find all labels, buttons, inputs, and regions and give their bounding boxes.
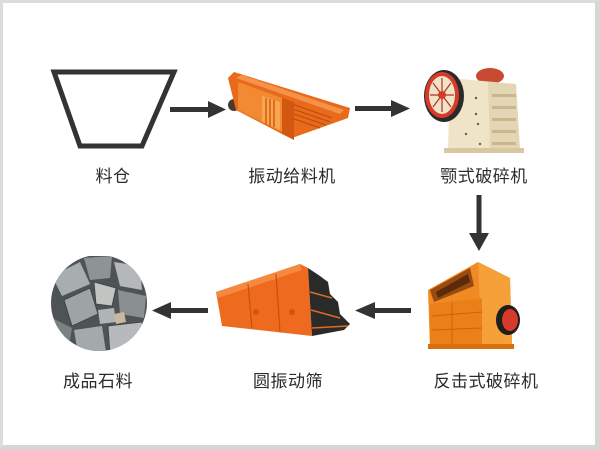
label-circular-vibrating-screen: 圆振动筛 <box>253 372 323 392</box>
vibrating-feeder-icon <box>228 72 350 140</box>
node-finished-aggregate <box>50 256 150 356</box>
label-hopper: 料仓 <box>95 167 131 187</box>
node-circular-vibrating-screen <box>212 262 352 342</box>
arrow-down-icon <box>469 195 489 251</box>
label-finished-aggregate: 成品石料 <box>63 372 133 392</box>
jaw-crusher-icon <box>424 68 524 153</box>
label-vibrating-feeder: 振动给料机 <box>248 167 336 187</box>
label-jaw-crusher: 颚式破碎机 <box>440 167 528 187</box>
crushed-stone-icon <box>51 256 147 351</box>
label-impact-crusher: 反击式破碎机 <box>433 372 539 392</box>
arrow-jaw-to-impact <box>468 195 490 259</box>
arrow-hopper-to-feeder <box>170 100 230 124</box>
arrow-right-icon <box>170 101 226 118</box>
vibrating-screen-icon <box>216 264 350 336</box>
node-vibrating-feeder <box>222 68 352 148</box>
arrow-impact-to-screen <box>355 301 415 325</box>
node-hopper <box>50 69 180 150</box>
arrow-left-icon <box>355 302 411 319</box>
node-impact-crusher <box>422 252 532 352</box>
arrow-feeder-to-jaw <box>355 99 415 123</box>
arrow-screen-to-aggregate <box>152 301 212 325</box>
node-jaw-crusher <box>420 58 540 158</box>
arrow-left-icon <box>152 302 208 319</box>
hopper-trapezoid-icon <box>50 69 178 149</box>
impact-crusher-icon <box>428 262 520 349</box>
arrow-right-icon <box>355 100 410 117</box>
